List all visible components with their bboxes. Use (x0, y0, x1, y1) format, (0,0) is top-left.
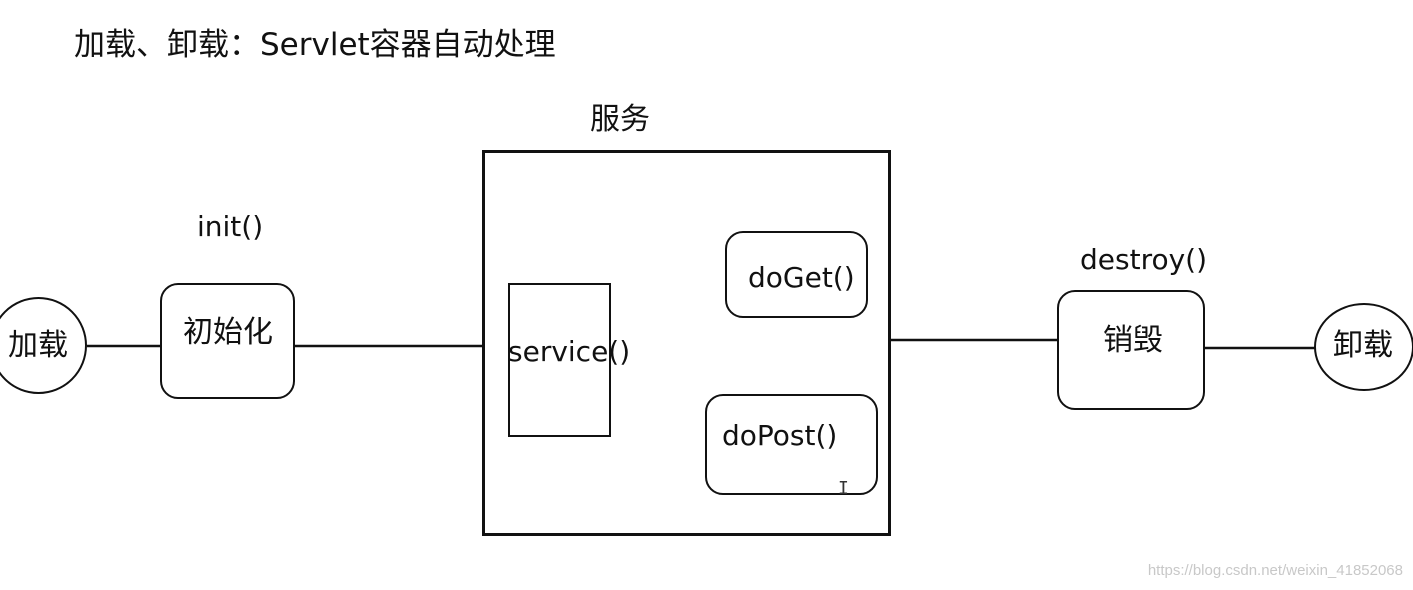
destroy-label: 销毁 (1103, 323, 1163, 358)
text-cursor-icon: I (838, 478, 849, 499)
unload-node (1314, 303, 1413, 391)
watermark-text: https://blog.csdn.net/weixin_41852068 (1147, 562, 1403, 579)
service-label: service() (508, 335, 631, 368)
doget-label: doGet() (748, 261, 855, 294)
load-node (0, 297, 87, 394)
diagram-title: 加载、卸载：Servlet容器自动处理 (74, 27, 556, 63)
destroy-node (1057, 290, 1205, 410)
init-node (160, 283, 295, 399)
dopost-label: doPost() (722, 419, 838, 452)
doget-node (725, 231, 868, 318)
unload-label: 卸载 (1333, 328, 1393, 363)
load-label: 加载 (8, 328, 68, 363)
dopost-node (705, 394, 878, 495)
init-method-label: init() (197, 210, 264, 243)
service-group-label: 服务 (590, 102, 650, 137)
init-label: 初始化 (183, 315, 273, 350)
destroy-method-label: destroy() (1080, 243, 1208, 276)
service-node (508, 283, 611, 437)
